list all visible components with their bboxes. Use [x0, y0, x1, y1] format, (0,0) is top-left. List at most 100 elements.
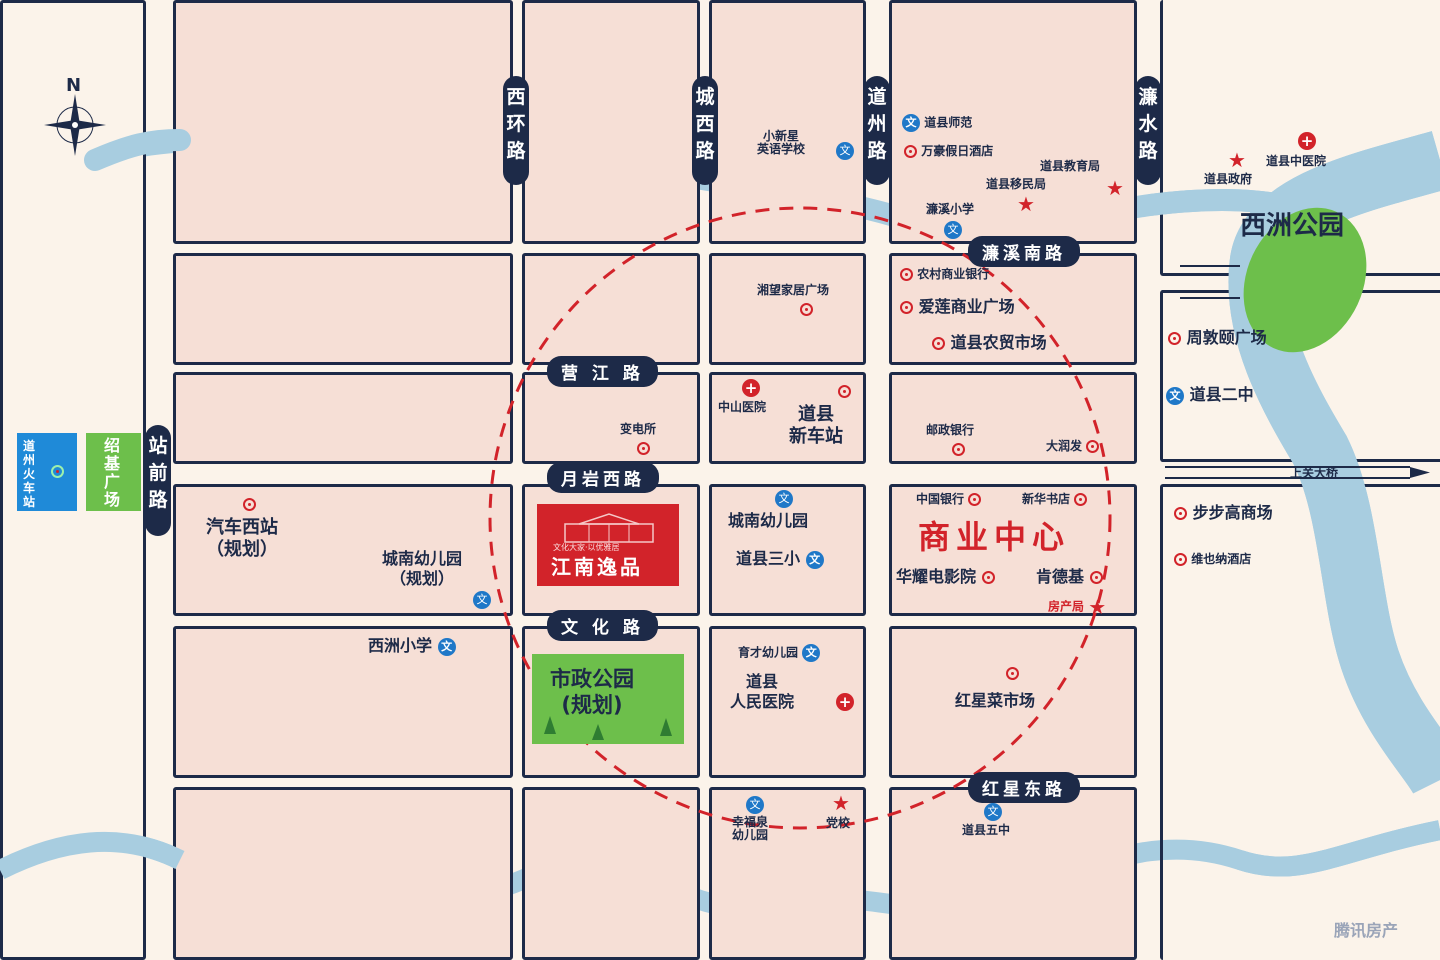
poi-marker-icon — [637, 442, 650, 455]
block-r1-c3 — [709, 0, 866, 244]
poi-marker-icon — [838, 385, 851, 398]
poi-marker-icon — [1089, 571, 1103, 584]
compass-rose-icon — [44, 94, 106, 156]
poi-bubugao: 步步高商场 — [1174, 504, 1273, 522]
poi-yiminju: 道县移民局 — [986, 177, 1047, 191]
poi-marker-icon — [1174, 507, 1187, 520]
poi-erzhong: 文 道县二中 — [1166, 386, 1254, 405]
poi-dangxiao: 党校 — [826, 816, 851, 830]
shangguan-bridge-label: 上关大桥 — [1290, 466, 1339, 480]
education-icon: 文 — [902, 114, 920, 132]
poi-yucai: 育才幼儿园 文 — [738, 644, 821, 662]
project-name: 江南逸品 — [551, 555, 643, 579]
road-yingjiang: 营 江 路 — [547, 356, 658, 387]
block-r3-c1 — [173, 372, 513, 464]
poi-marker-icon — [904, 145, 917, 158]
poi-youzheng: 邮政银行 — [926, 423, 975, 437]
tree-icons — [544, 716, 672, 740]
poi-weiyena: 维也纳酒店 — [1174, 552, 1251, 566]
poi-marker-icon — [1074, 493, 1088, 506]
poi-xingfuquan: 幸福泉 幼儿园 — [732, 815, 769, 843]
poi-zhongshan: 中山医院 — [718, 400, 767, 414]
education-icon: 文 — [802, 644, 821, 662]
education-icon: 文 — [473, 591, 491, 609]
poi-marker-icon — [981, 571, 995, 584]
train-station-badge: 道 州 火 车 站 — [17, 433, 77, 511]
block-r1-c1 — [173, 0, 513, 244]
train-station-label: 道 州 火 车 站 — [23, 439, 36, 509]
poi-kfc: 肯德基 — [1036, 568, 1103, 586]
shaoji-square-badge: 绍 基 广 场 — [86, 433, 141, 511]
road-xihuan: 西 环 路 — [503, 76, 529, 185]
bridge-arrow — [1410, 467, 1430, 478]
education-icon: 文 — [775, 490, 793, 508]
compass: N — [42, 76, 108, 156]
poi-sanxiao: 道县三小 文 — [736, 550, 824, 569]
poi-biandiansuo: 变电所 — [620, 422, 657, 436]
poi-hongxing-market: 红星菜市场 — [955, 691, 1036, 710]
xizhou-park-island — [1243, 207, 1367, 353]
poi-darunfa: 大润发 — [1046, 439, 1100, 453]
hospital-icon: + — [742, 379, 760, 397]
project-badge: 文化大家·以优雅居 江南逸品 — [537, 504, 679, 586]
education-icon: 文 — [984, 803, 1002, 821]
poi-zhengfu: 道县政府 — [1204, 172, 1253, 186]
road-daozhou: 道 州 路 — [864, 76, 890, 185]
government-star-icon: ★ — [1106, 176, 1124, 200]
poi-marker-icon — [243, 498, 256, 511]
poi-nongmao: 道县农贸市场 — [932, 334, 1047, 352]
poi-marker-icon — [1086, 440, 1100, 453]
project-slogan: 文化大家·以优雅居 — [553, 543, 620, 552]
poi-xiangwang: 湘望家居广场 — [757, 283, 830, 297]
watermark-logo: 腾讯房产 — [1334, 921, 1399, 940]
road-wenhua: 文 化 路 — [547, 610, 658, 641]
poi-xizhou-xiaoxue: 西洲小学 文 — [368, 637, 456, 656]
poi-daoxian-shifan: 文 道县师范 — [902, 114, 972, 132]
business-center-label: 商业中心 — [918, 518, 1071, 556]
xizhou-park-label: 西洲公园 — [1240, 211, 1345, 241]
poi-fangchanju: 房产局 ★ — [1048, 595, 1107, 619]
road-chengxi: 城 西 路 — [692, 76, 718, 185]
poi-zhoudunyi: 周敦颐广场 — [1168, 329, 1267, 347]
poi-jiaoyuju: 道县教育局 — [1040, 159, 1101, 173]
poi-marker-icon — [932, 337, 945, 350]
poi-marker-icon — [1174, 553, 1187, 566]
poi-qiche-xizhan: 汽车西站 （规划） — [206, 517, 278, 560]
shizheng-park-label: 市政公园 (规划) — [550, 667, 634, 717]
poi-marker-icon — [900, 301, 913, 314]
block-r1-c4 — [889, 0, 1137, 244]
poi-chengnan-you-plan: 城南幼儿园 （规划） — [382, 549, 463, 588]
road-lianshui: 濂 水 路 — [1135, 76, 1161, 185]
poi-chengnan-you: 城南幼儿园 — [728, 511, 809, 530]
government-star-icon: ★ — [1228, 148, 1246, 172]
train-station-marker — [51, 465, 64, 478]
education-icon: 文 — [944, 221, 962, 239]
poi-xinhua: 新华书店 — [1022, 492, 1088, 506]
poi-xiaoxinxing: 小新星 英语学校 — [757, 129, 806, 157]
government-star-icon: ★ — [1017, 192, 1035, 216]
poi-marker-icon — [1006, 667, 1019, 680]
poi-zhongyiyuan: 道县中医院 — [1266, 154, 1327, 168]
poi-nongcun-bank: 农村商业银行 — [900, 267, 989, 281]
block-r6-c1 — [173, 787, 513, 960]
poi-renmin-yiyuan: 道县 人民医院 — [730, 672, 795, 711]
road-hongxing-dong: 红星东路 — [968, 772, 1080, 803]
project-building-icon — [564, 513, 654, 543]
education-icon: 文 — [1166, 386, 1184, 405]
government-star-icon: ★ — [1088, 595, 1107, 619]
poi-wuzhong: 道县五中 — [962, 823, 1011, 837]
block-r4-c1 — [173, 484, 513, 616]
hospital-icon: + — [836, 693, 854, 711]
education-icon: 文 — [805, 550, 824, 569]
education-icon: 文 — [746, 796, 764, 814]
poi-ailian: 爱莲商业广场 — [900, 298, 1015, 316]
education-icon: 文 — [836, 142, 854, 160]
shizheng-park: 市政公园 (规划) — [532, 654, 684, 744]
poi-lianxi-xiaoxue: 濂溪小学 — [926, 202, 975, 216]
poi-marker-icon — [800, 303, 813, 316]
block-east-low — [1160, 484, 1440, 960]
poi-huayao: 华耀电影院 — [896, 568, 995, 586]
shaoji-square-label: 绍 基 广 场 — [104, 436, 121, 509]
